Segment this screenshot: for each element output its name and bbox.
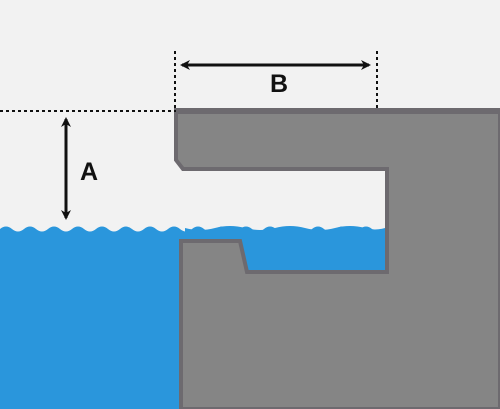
dimension-label-a: A	[80, 158, 98, 186]
dimension-label-b: B	[270, 70, 288, 98]
recess-water	[185, 226, 385, 270]
concrete-overhang	[174, 108, 500, 409]
